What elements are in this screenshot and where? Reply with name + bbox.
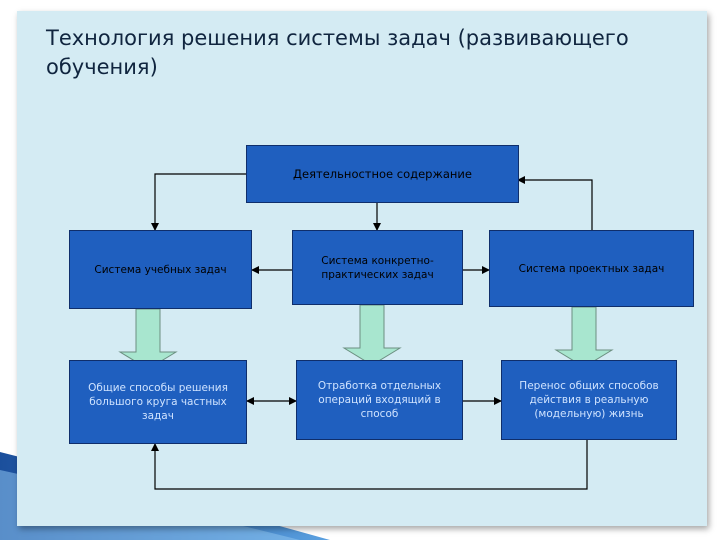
box-operations-practice-label: Отработка отдельных операций входящий в … — [317, 380, 442, 420]
box-activity-content: Деятельностное содержание — [246, 145, 519, 203]
box-practical-tasks-label: Система конкретно-практических задач — [321, 254, 434, 281]
block-arrow-center — [342, 304, 402, 366]
box-project-tasks: Система проектных задач — [489, 230, 694, 307]
box-operations-practice: Отработка отдельных операций входящий в … — [296, 360, 463, 440]
connector-right-to-top — [517, 176, 593, 230]
box-general-methods: Общие способы решения большого круга час… — [69, 360, 247, 444]
slide-title: Технология решения системы задач (развив… — [46, 26, 629, 79]
box-learning-tasks-label: Система учебных задач — [94, 263, 227, 276]
box-method-transfer: Перенос общих способов действия в реальн… — [501, 360, 677, 440]
connector-top-to-left — [151, 173, 246, 231]
box-project-tasks-label: Система проектных задач — [518, 262, 665, 275]
box-learning-tasks: Система учебных задач — [69, 230, 252, 309]
box-method-transfer-label: Перенос общих способов действия в реальн… — [519, 380, 659, 420]
connector-bottom-loop — [151, 440, 588, 490]
box-general-methods-label: Общие способы решения большого круга час… — [88, 382, 228, 422]
block-arrow-right — [554, 306, 614, 368]
box-activity-content-label: Деятельностное содержание — [293, 167, 472, 181]
box-practical-tasks: Система конкретно-практических задач — [292, 230, 463, 305]
